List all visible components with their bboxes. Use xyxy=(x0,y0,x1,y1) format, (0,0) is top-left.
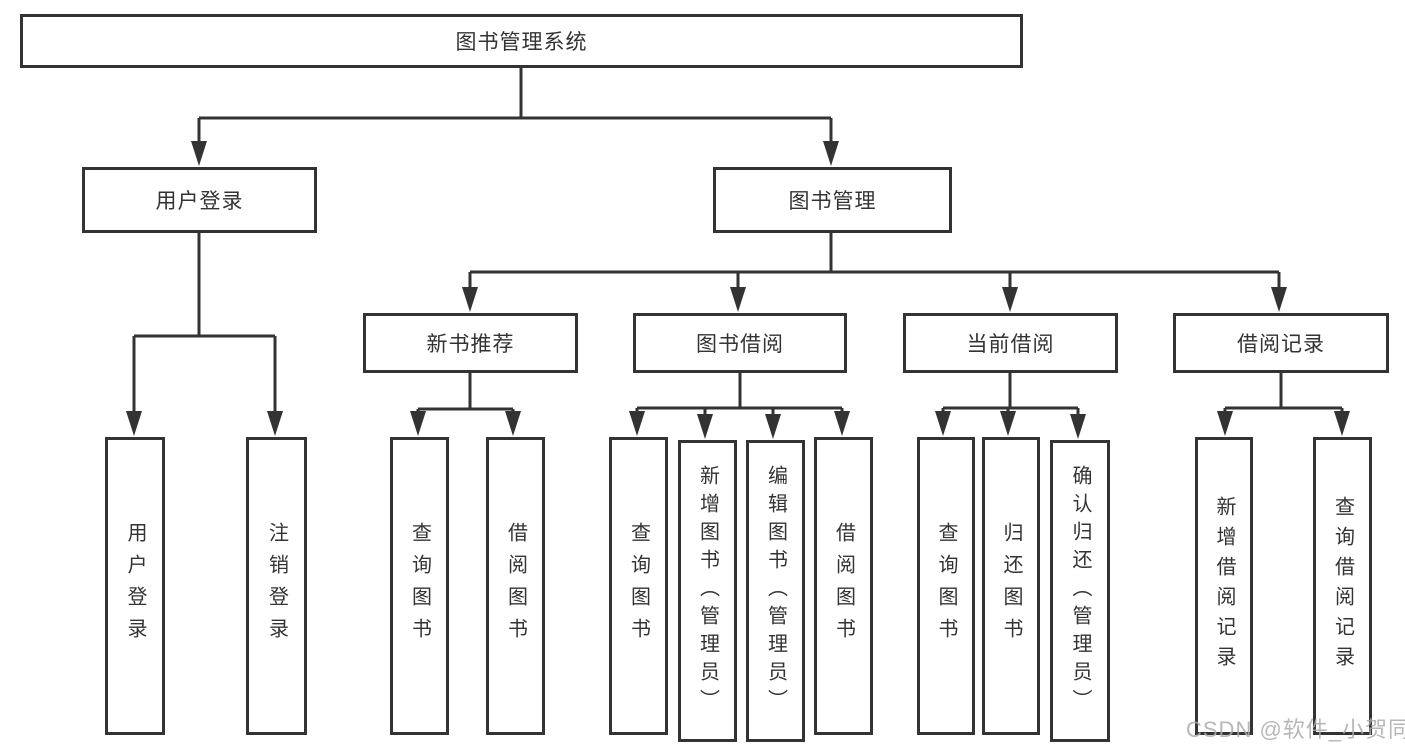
leaf-label: 查询图书 xyxy=(627,522,650,650)
leaf-borrow-books-recommend: 借阅图书 xyxy=(486,437,545,735)
node-book-management: 图书管理 xyxy=(713,167,952,233)
csdn-watermark: CSDN @软件_小贺同学 xyxy=(1186,717,1405,742)
leaf-query-books-recommend: 查询图书 xyxy=(390,437,449,735)
node-label: 当前借阅 xyxy=(966,333,1055,356)
leaf-label: 借阅图书 xyxy=(504,522,527,650)
leaf-label: 查询借阅记录 xyxy=(1331,496,1354,676)
node-book-borrow: 图书借阅 xyxy=(633,313,847,373)
node-label: 图书管理系统 xyxy=(455,31,588,54)
node-user-login: 用户登录 xyxy=(82,167,317,233)
leaf-label: 编辑图书（管理员） xyxy=(764,465,787,717)
leaf-query-books-borrow: 查询图书 xyxy=(609,437,668,735)
leaf-label: 用户登录 xyxy=(124,522,146,650)
leaf-edit-books-admin: 编辑图书（管理员） xyxy=(746,440,805,742)
leaf-add-books-admin: 新增图书（管理员） xyxy=(678,440,737,742)
leaf-label: 注销登录 xyxy=(265,522,288,650)
leaf-user-login: 用户登录 xyxy=(105,437,165,735)
leaf-confirm-return-admin: 确认归还（管理员） xyxy=(1050,440,1110,742)
leaf-label: 新增借阅记录 xyxy=(1213,496,1235,676)
node-current-borrow: 当前借阅 xyxy=(903,313,1118,373)
leaf-label: 借阅图书 xyxy=(832,522,855,650)
node-borrow-records: 借阅记录 xyxy=(1173,313,1389,373)
leaf-query-borrow-record: 查询借阅记录 xyxy=(1313,437,1372,735)
leaf-label: 归还图书 xyxy=(1000,522,1022,650)
leaf-return-books: 归还图书 xyxy=(982,437,1040,735)
leaf-label: 确认归还（管理员） xyxy=(1069,465,1091,717)
leaf-logout: 注销登录 xyxy=(246,437,307,735)
node-library-management-system: 图书管理系统 xyxy=(20,14,1023,68)
arrow-down-icon xyxy=(126,141,1350,439)
leaf-borrow-books: 借阅图书 xyxy=(814,437,873,735)
leaf-add-borrow-record: 新增借阅记录 xyxy=(1195,437,1253,735)
node-new-book-recommend: 新书推荐 xyxy=(363,313,578,373)
node-label: 新书推荐 xyxy=(426,333,515,356)
node-label: 图书借阅 xyxy=(696,333,784,356)
node-label: 用户登录 xyxy=(155,190,244,213)
leaf-label: 新增图书（管理员） xyxy=(696,465,719,717)
node-label: 借阅记录 xyxy=(1237,333,1325,356)
leaf-label: 查询图书 xyxy=(935,522,957,650)
node-label: 图书管理 xyxy=(788,190,877,213)
leaf-label: 查询图书 xyxy=(408,522,431,650)
leaf-query-books-current: 查询图书 xyxy=(917,437,975,735)
